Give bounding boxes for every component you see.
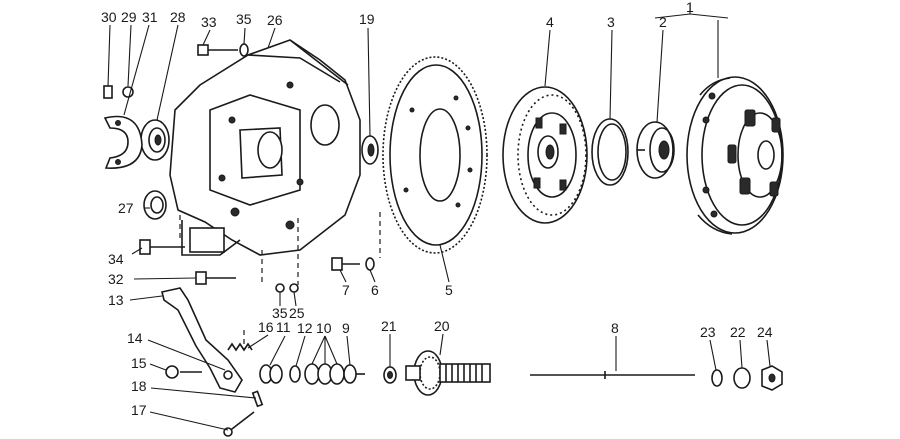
callout-15: 15 xyxy=(131,355,147,371)
plug xyxy=(143,190,167,220)
pins xyxy=(223,390,264,437)
callout-25: 25 xyxy=(289,305,305,321)
leader-lines xyxy=(107,4,771,431)
callout-7: 7 xyxy=(342,282,350,298)
callout-9: 9 xyxy=(342,320,350,336)
pressure-plate-assembly xyxy=(686,76,784,235)
adjuster-bolt xyxy=(165,365,202,379)
callout-16: 16 xyxy=(258,319,274,335)
callout-13: 13 xyxy=(108,292,124,308)
gear-shaft xyxy=(405,350,491,396)
callout-18: 18 xyxy=(131,378,147,394)
callout-21: 21 xyxy=(381,318,397,334)
callout-33: 33 xyxy=(201,14,217,30)
callout-35-top: 35 xyxy=(236,11,252,27)
clutch-disc xyxy=(502,86,588,224)
callout-11: 11 xyxy=(276,319,291,335)
release-bearing xyxy=(636,121,675,179)
callout-34: 34 xyxy=(108,251,124,267)
callout-4: 4 xyxy=(546,14,554,30)
callout-14: 14 xyxy=(127,330,143,346)
small-washers xyxy=(275,283,299,293)
bolt-32 xyxy=(195,271,236,285)
callout-3: 3 xyxy=(607,14,615,30)
callout-32: 32 xyxy=(108,271,124,287)
top-bolt xyxy=(197,43,249,57)
callout-31: 31 xyxy=(142,9,158,25)
callout-12: 12 xyxy=(297,320,313,336)
callout-26: 26 xyxy=(267,12,283,28)
callout-2: 2 xyxy=(659,14,667,30)
callout-8: 8 xyxy=(611,320,619,336)
callout-22: 22 xyxy=(730,324,746,340)
callout-1: 1 xyxy=(686,0,694,15)
seal-ring xyxy=(361,135,379,165)
push-rod xyxy=(530,371,695,379)
rod-end-parts xyxy=(711,365,783,391)
bushing xyxy=(383,366,397,384)
callout-10: 10 xyxy=(316,320,332,336)
callout-labels: 30 29 31 28 33 35 26 19 4 3 2 1 27 34 32… xyxy=(101,0,773,418)
callout-23: 23 xyxy=(700,324,716,340)
bearing xyxy=(140,119,170,161)
bolt-and-plate xyxy=(103,85,143,169)
callout-27: 27 xyxy=(118,200,134,216)
callout-20: 20 xyxy=(434,318,450,334)
callout-5: 5 xyxy=(445,282,453,298)
flywheel-ring-gear xyxy=(382,56,488,254)
callout-35-bottom: 35 xyxy=(272,305,288,321)
callout-30: 30 xyxy=(101,9,117,25)
callout-17: 17 xyxy=(131,402,147,418)
clutch-lever xyxy=(161,287,243,393)
callout-6: 6 xyxy=(371,282,379,298)
long-bolt-34 xyxy=(139,239,185,255)
callout-29: 29 xyxy=(121,9,137,25)
callout-19: 19 xyxy=(359,11,375,27)
callout-28: 28 xyxy=(170,9,186,25)
flywheel-bolt xyxy=(331,257,375,271)
retaining-ring xyxy=(591,118,629,186)
callout-24: 24 xyxy=(757,324,773,340)
bell-housing xyxy=(169,39,361,256)
